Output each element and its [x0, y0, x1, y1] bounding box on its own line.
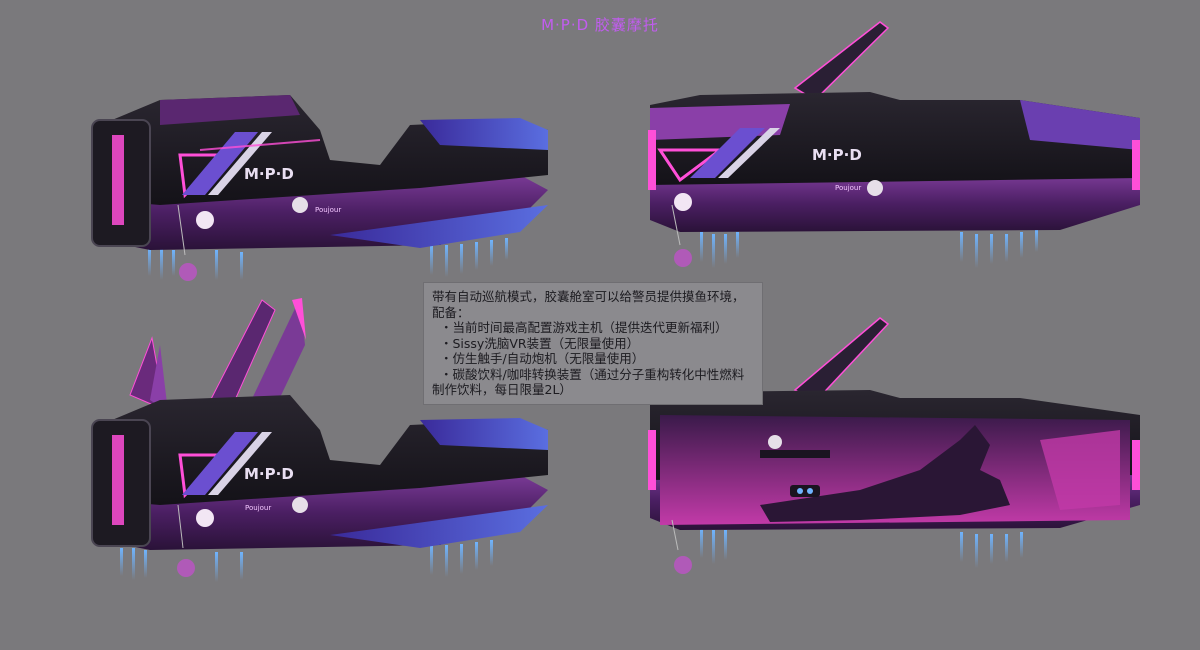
pilot-silhouette	[760, 425, 1010, 522]
mpd-logo: M·P·D	[244, 165, 294, 183]
bunny-sticker-icon	[196, 509, 214, 527]
teddy-charm-icon	[179, 263, 197, 281]
emblem-sticker-icon	[292, 197, 308, 213]
sticker-label: Poujour	[315, 206, 341, 214]
thruster-jets	[148, 238, 508, 280]
teddy-charm-icon	[674, 249, 692, 267]
thruster-jets	[700, 230, 1038, 268]
page-title: M·P·D 胶囊摩托	[541, 16, 659, 34]
game-console-icon	[790, 485, 820, 497]
emblem-sticker-icon	[867, 180, 883, 196]
notes-item: ・当前时间最高配置游戏主机（提供迭代更新福利）	[440, 320, 728, 335]
teddy-charm-icon	[177, 559, 195, 577]
neon-head-light	[1132, 140, 1140, 190]
mpd-logo: M·P·D	[812, 146, 862, 164]
emblem-sticker-icon	[292, 497, 308, 513]
mpd-logo: M·P·D	[244, 465, 294, 483]
notes-item: ・Sissy洗脑VR装置（无限量使用）	[440, 335, 640, 351]
notes-item: ・碳酸饮料/咖啡转换装置（通过分子重构转化中性燃料	[440, 366, 745, 382]
vehicle-view-canopy-open: M·P·D Poujour	[648, 21, 1140, 268]
thruster-jets	[120, 540, 493, 582]
notes-item: ・仿生触手/自动炮机（无限量使用）	[440, 351, 645, 366]
bunny-sticker-icon	[196, 211, 214, 229]
sticker-label: Poujour	[245, 504, 271, 512]
neon-tail-light	[648, 130, 656, 190]
description-notes: 带有自动巡航模式，胶囊舱室可以给警员提供摸鱼环境， 配备： ・当前时间最高配置游…	[423, 282, 763, 405]
neon-head-light	[1132, 440, 1140, 490]
notes-equipment-heading: 配备：	[432, 304, 470, 320]
sticker-label: Poujour	[835, 184, 861, 192]
vehicle-view-closed: M·P·D Poujour	[91, 95, 548, 281]
vehicle-view-wings-open: M·P·D Poujour	[91, 298, 548, 582]
bunny-sticker-icon	[674, 193, 692, 211]
notes-intro: 带有自动巡航模式，胶囊舱室可以给警员提供摸鱼环境，	[432, 289, 745, 304]
notes-item-continuation: 制作饮料，每日限量2L）	[432, 382, 572, 397]
teddy-charm-icon	[674, 556, 692, 574]
vehicle-view-cutaway	[648, 317, 1140, 574]
thruster-jets	[700, 528, 1023, 568]
neon-tail-light	[648, 430, 656, 490]
helmet-icon	[768, 435, 782, 449]
